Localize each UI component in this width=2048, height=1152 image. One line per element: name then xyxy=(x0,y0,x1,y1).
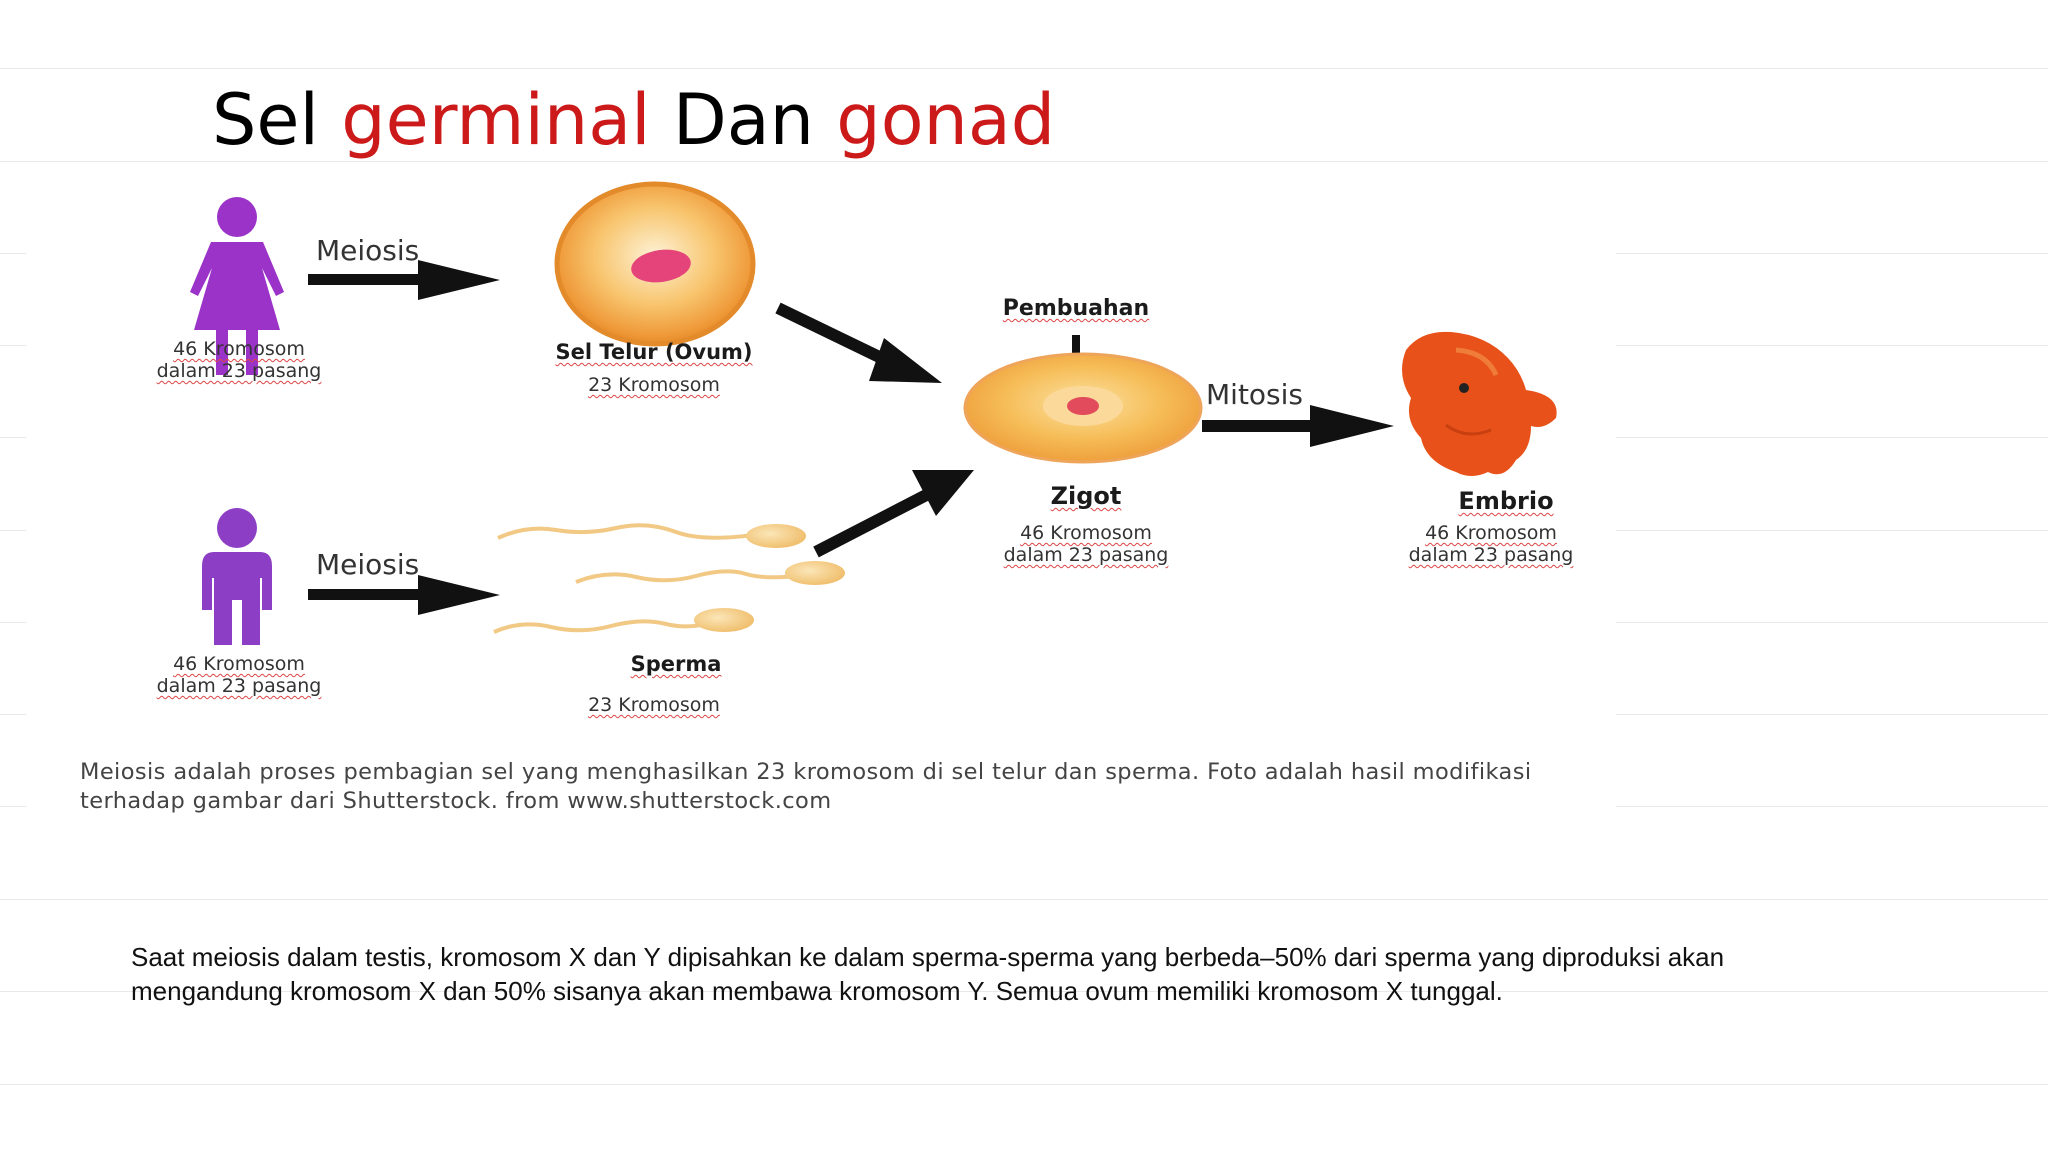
embryo-chromosome-label: 46 Kromosom dalam 23 pasang xyxy=(1366,522,1616,566)
background-rule xyxy=(0,991,2048,992)
zygote-title: Zigot xyxy=(1050,482,1122,510)
embryo-icon xyxy=(1402,331,1557,476)
female-chromosome-label: 46 Kromosom dalam 23 pasang xyxy=(130,338,348,382)
background-rule xyxy=(0,899,2048,900)
diagram-caption: Meiosis adalah proses pembagian sel yang… xyxy=(80,759,1532,814)
mitosis-arrow xyxy=(1202,405,1394,447)
title-part-1: Sel xyxy=(212,79,342,161)
mitosis-label: Mitosis xyxy=(1206,378,1304,411)
male-chromosome-label: 46 Kromosom dalam 23 pasang xyxy=(130,653,348,697)
meiosis-diagram: Meiosis Meiosis 46 Kromosom dalam 23 pas… xyxy=(26,180,1616,820)
male-chromosome-line2: dalam 23 pasang xyxy=(156,675,322,697)
fertilization-marker xyxy=(1072,335,1080,357)
arrow-egg-to-zygote xyxy=(775,302,942,383)
sperm-cells-icon xyxy=(493,523,845,634)
zygote-chromosome-line1: 46 Kromosom xyxy=(1020,522,1152,544)
body-paragraph: Saat meiosis dalam testis, kromosom X da… xyxy=(131,942,1725,1006)
background-rule xyxy=(0,1084,2048,1085)
background-rule xyxy=(0,68,2048,69)
meiosis-arrow-bottom xyxy=(308,575,500,615)
female-chromosome-line2: dalam 23 pasang xyxy=(156,360,322,382)
title-part-3: Dan xyxy=(650,79,837,161)
fertilization-label: Pembuahan xyxy=(1002,296,1150,321)
male-person-icon xyxy=(202,508,272,645)
zygote-chromosome-line2: dalam 23 pasang xyxy=(1003,544,1169,566)
zygote-chromosome-label: 46 Kromosom dalam 23 pasang xyxy=(976,522,1196,566)
ovum-title: Sel Telur (Ovum) xyxy=(555,340,753,364)
background-rule xyxy=(0,161,2048,162)
title-part-4: gonad xyxy=(836,79,1056,161)
zygote-icon xyxy=(963,352,1203,464)
meiosis-arrow-top xyxy=(308,260,500,300)
diagram-graphics xyxy=(190,181,1557,645)
sperm-chromosome-label: 23 Kromosom xyxy=(588,694,720,716)
female-person-icon xyxy=(190,197,284,375)
egg-cell-icon xyxy=(554,181,756,347)
sperm-title: Sperma xyxy=(630,652,722,676)
arrow-sperm-to-zygote xyxy=(813,470,974,558)
meiosis-label-bottom: Meiosis xyxy=(316,548,420,581)
slide-title: Sel germinal Dan gonad xyxy=(212,72,1055,168)
title-part-2: germinal xyxy=(341,79,651,161)
embryo-chromosome-line2: dalam 23 pasang xyxy=(1408,544,1574,566)
female-chromosome-line1: 46 Kromosom xyxy=(173,338,305,360)
male-chromosome-line1: 46 Kromosom xyxy=(173,653,305,675)
meiosis-label-top: Meiosis xyxy=(316,234,420,267)
embryo-chromosome-line1: 46 Kromosom xyxy=(1425,522,1557,544)
embryo-title: Embrio xyxy=(1458,487,1554,515)
ovum-chromosome-label: 23 Kromosom xyxy=(588,374,720,396)
